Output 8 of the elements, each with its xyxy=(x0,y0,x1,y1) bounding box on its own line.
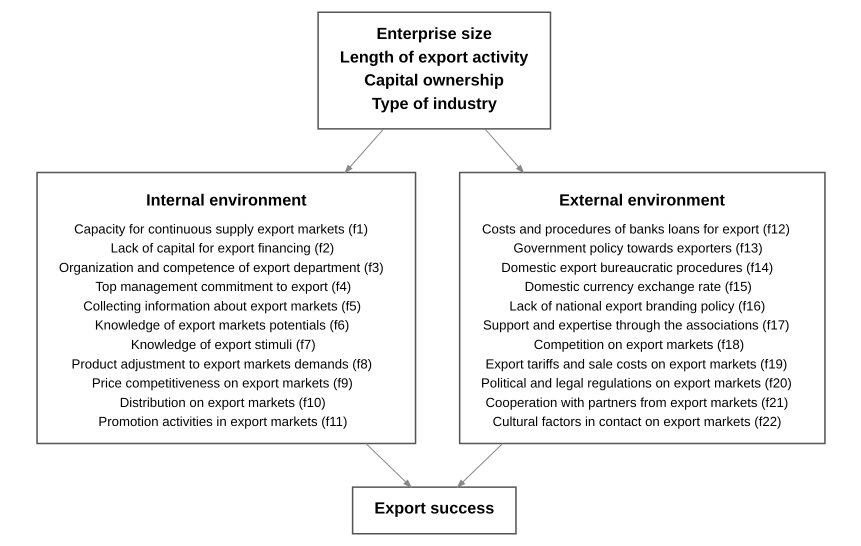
node-box: Enterprise size Length of export activity Capital ownership Type of industry xyxy=(316,11,551,130)
arrow xyxy=(344,128,384,174)
node-box: Export success xyxy=(351,486,516,535)
arrow xyxy=(484,128,524,174)
node-box: Internal environment Capacity for continuous supply export markets (f1) Lack of capital for export financing (f2) Organization and competence of export department (f3) Top management commitment to export (f4) Collecting information about export markets (f5) Knowledge of export markets potentials (f6) Knowledge of export stimuli (f7) Product adjustment to export markets demands (f8) Price competitiveness on export markets (f9) Distribution on export markets (f10) Promotion activities in export markets (f11) xyxy=(36,172,416,444)
arrow xyxy=(365,443,412,488)
arrow xyxy=(456,443,503,488)
node-box: External environment Costs and procedures of banks loans for export (f12) Government policy towards exporters (f13) Domestic export bureaucratic procedures (f14) Domestic currency exchange rate (f15) Lack of national export branding policy (f16) Support and expertise through the associations (f17) Competition on export markets (f18) Export tariffs and sale costs on export markets (f19) Political and legal regulations on export markets (f20) Cooperation with partners from export markets (f21) Cultural factors in contact on export markets (f22) xyxy=(458,172,826,444)
